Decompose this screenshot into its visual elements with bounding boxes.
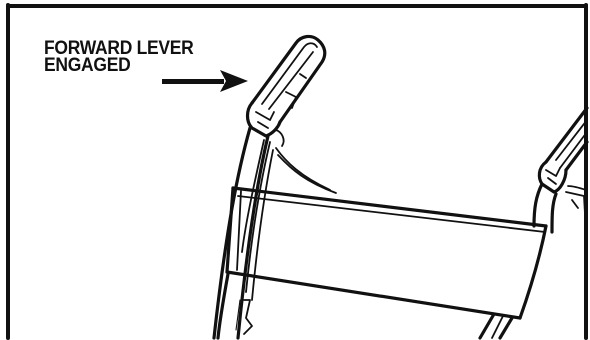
left-frame-tube	[214, 128, 336, 338]
lower-frame	[218, 274, 512, 338]
right-handle	[534, 108, 587, 232]
forward-lever	[248, 36, 325, 146]
callout-label: FORWARD LEVER ENGAGED	[44, 40, 194, 74]
callout-line-2: ENGAGED	[44, 57, 194, 74]
cross-plate	[227, 188, 546, 318]
